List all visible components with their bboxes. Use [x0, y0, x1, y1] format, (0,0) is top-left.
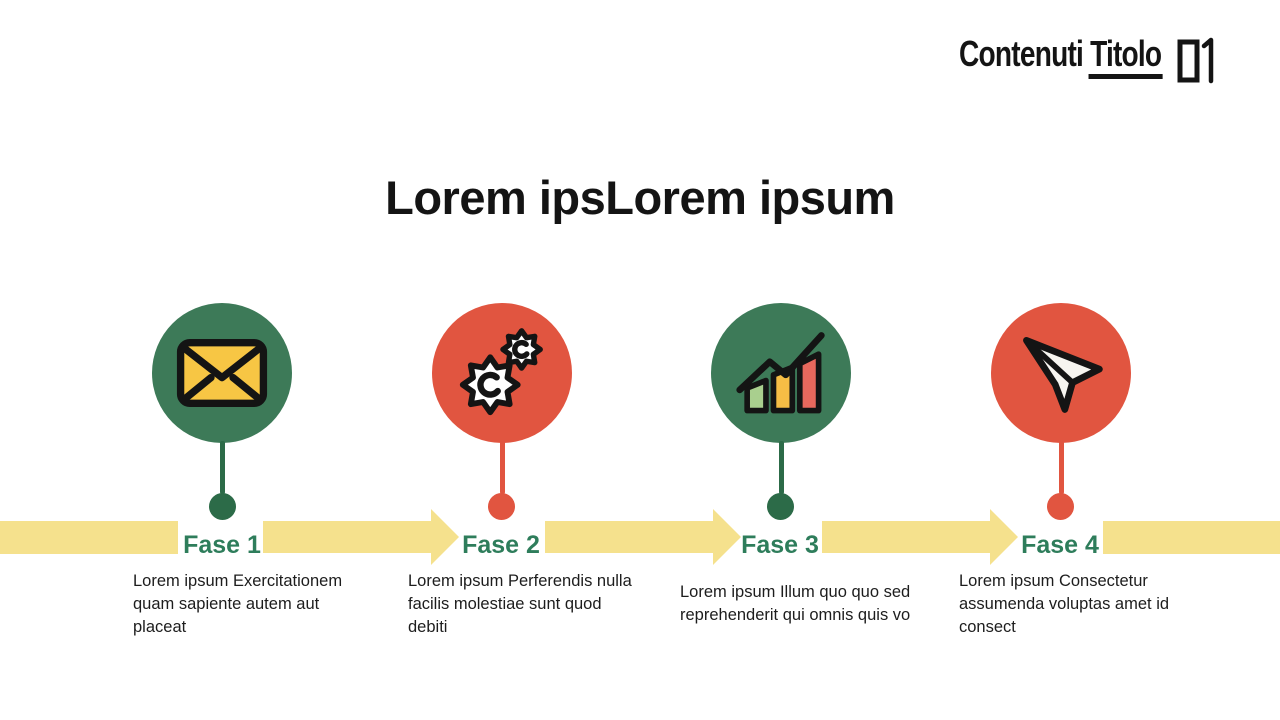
phase-2-circle [432, 303, 572, 443]
connector-stem [220, 441, 225, 494]
phase-description: Lorem ipsum Illum quo quo sed reprehende… [680, 583, 911, 624]
phase-description: Lorem ipsum Perferendis nulla facilis mo… [408, 572, 632, 636]
phase-label: Fase 3 [741, 531, 819, 559]
phase-label: Fase 1 [183, 531, 261, 559]
phase-label: Fase 4 [1021, 531, 1099, 559]
timeline-dot [767, 493, 794, 520]
page-number [1177, 37, 1214, 84]
deck-title-word2: Titolo [1088, 36, 1163, 79]
timeline-bar-start [0, 521, 178, 554]
timeline-dot [209, 493, 236, 520]
timeline-arrow [545, 509, 741, 565]
phase-3-circle [711, 303, 851, 443]
title-underline [1088, 74, 1163, 79]
timeline-arrow [263, 509, 459, 565]
deck-title: Contenuti Titolo [958, 33, 1163, 79]
connector-stem [500, 441, 505, 494]
deck-title-word1: Contenuti [958, 33, 1084, 74]
bar-chart-icon [736, 332, 825, 414]
phase-label: Fase 2 [462, 531, 540, 559]
connector-stem [1059, 441, 1064, 494]
timeline-bar-end [1103, 521, 1280, 554]
timeline-dot [488, 493, 515, 520]
phase-description: Lorem ipsum Exercitationem quam sapiente… [133, 572, 343, 636]
slide-header: Contenuti Titolo [902, 36, 1220, 86]
phase-4-circle [991, 303, 1131, 443]
gears-icon [459, 328, 543, 416]
phase-1-circle [152, 303, 292, 443]
paper-plane-icon [1023, 337, 1103, 413]
phase-description: Lorem ipsum Consectetur assumenda volupt… [959, 572, 1170, 636]
envelope-icon [176, 338, 268, 408]
timeline-arrow [822, 509, 1018, 565]
page-title: Lorem ipsLorem ipsum [385, 171, 895, 224]
connector-stem [779, 441, 784, 494]
timeline-dot [1047, 493, 1074, 520]
